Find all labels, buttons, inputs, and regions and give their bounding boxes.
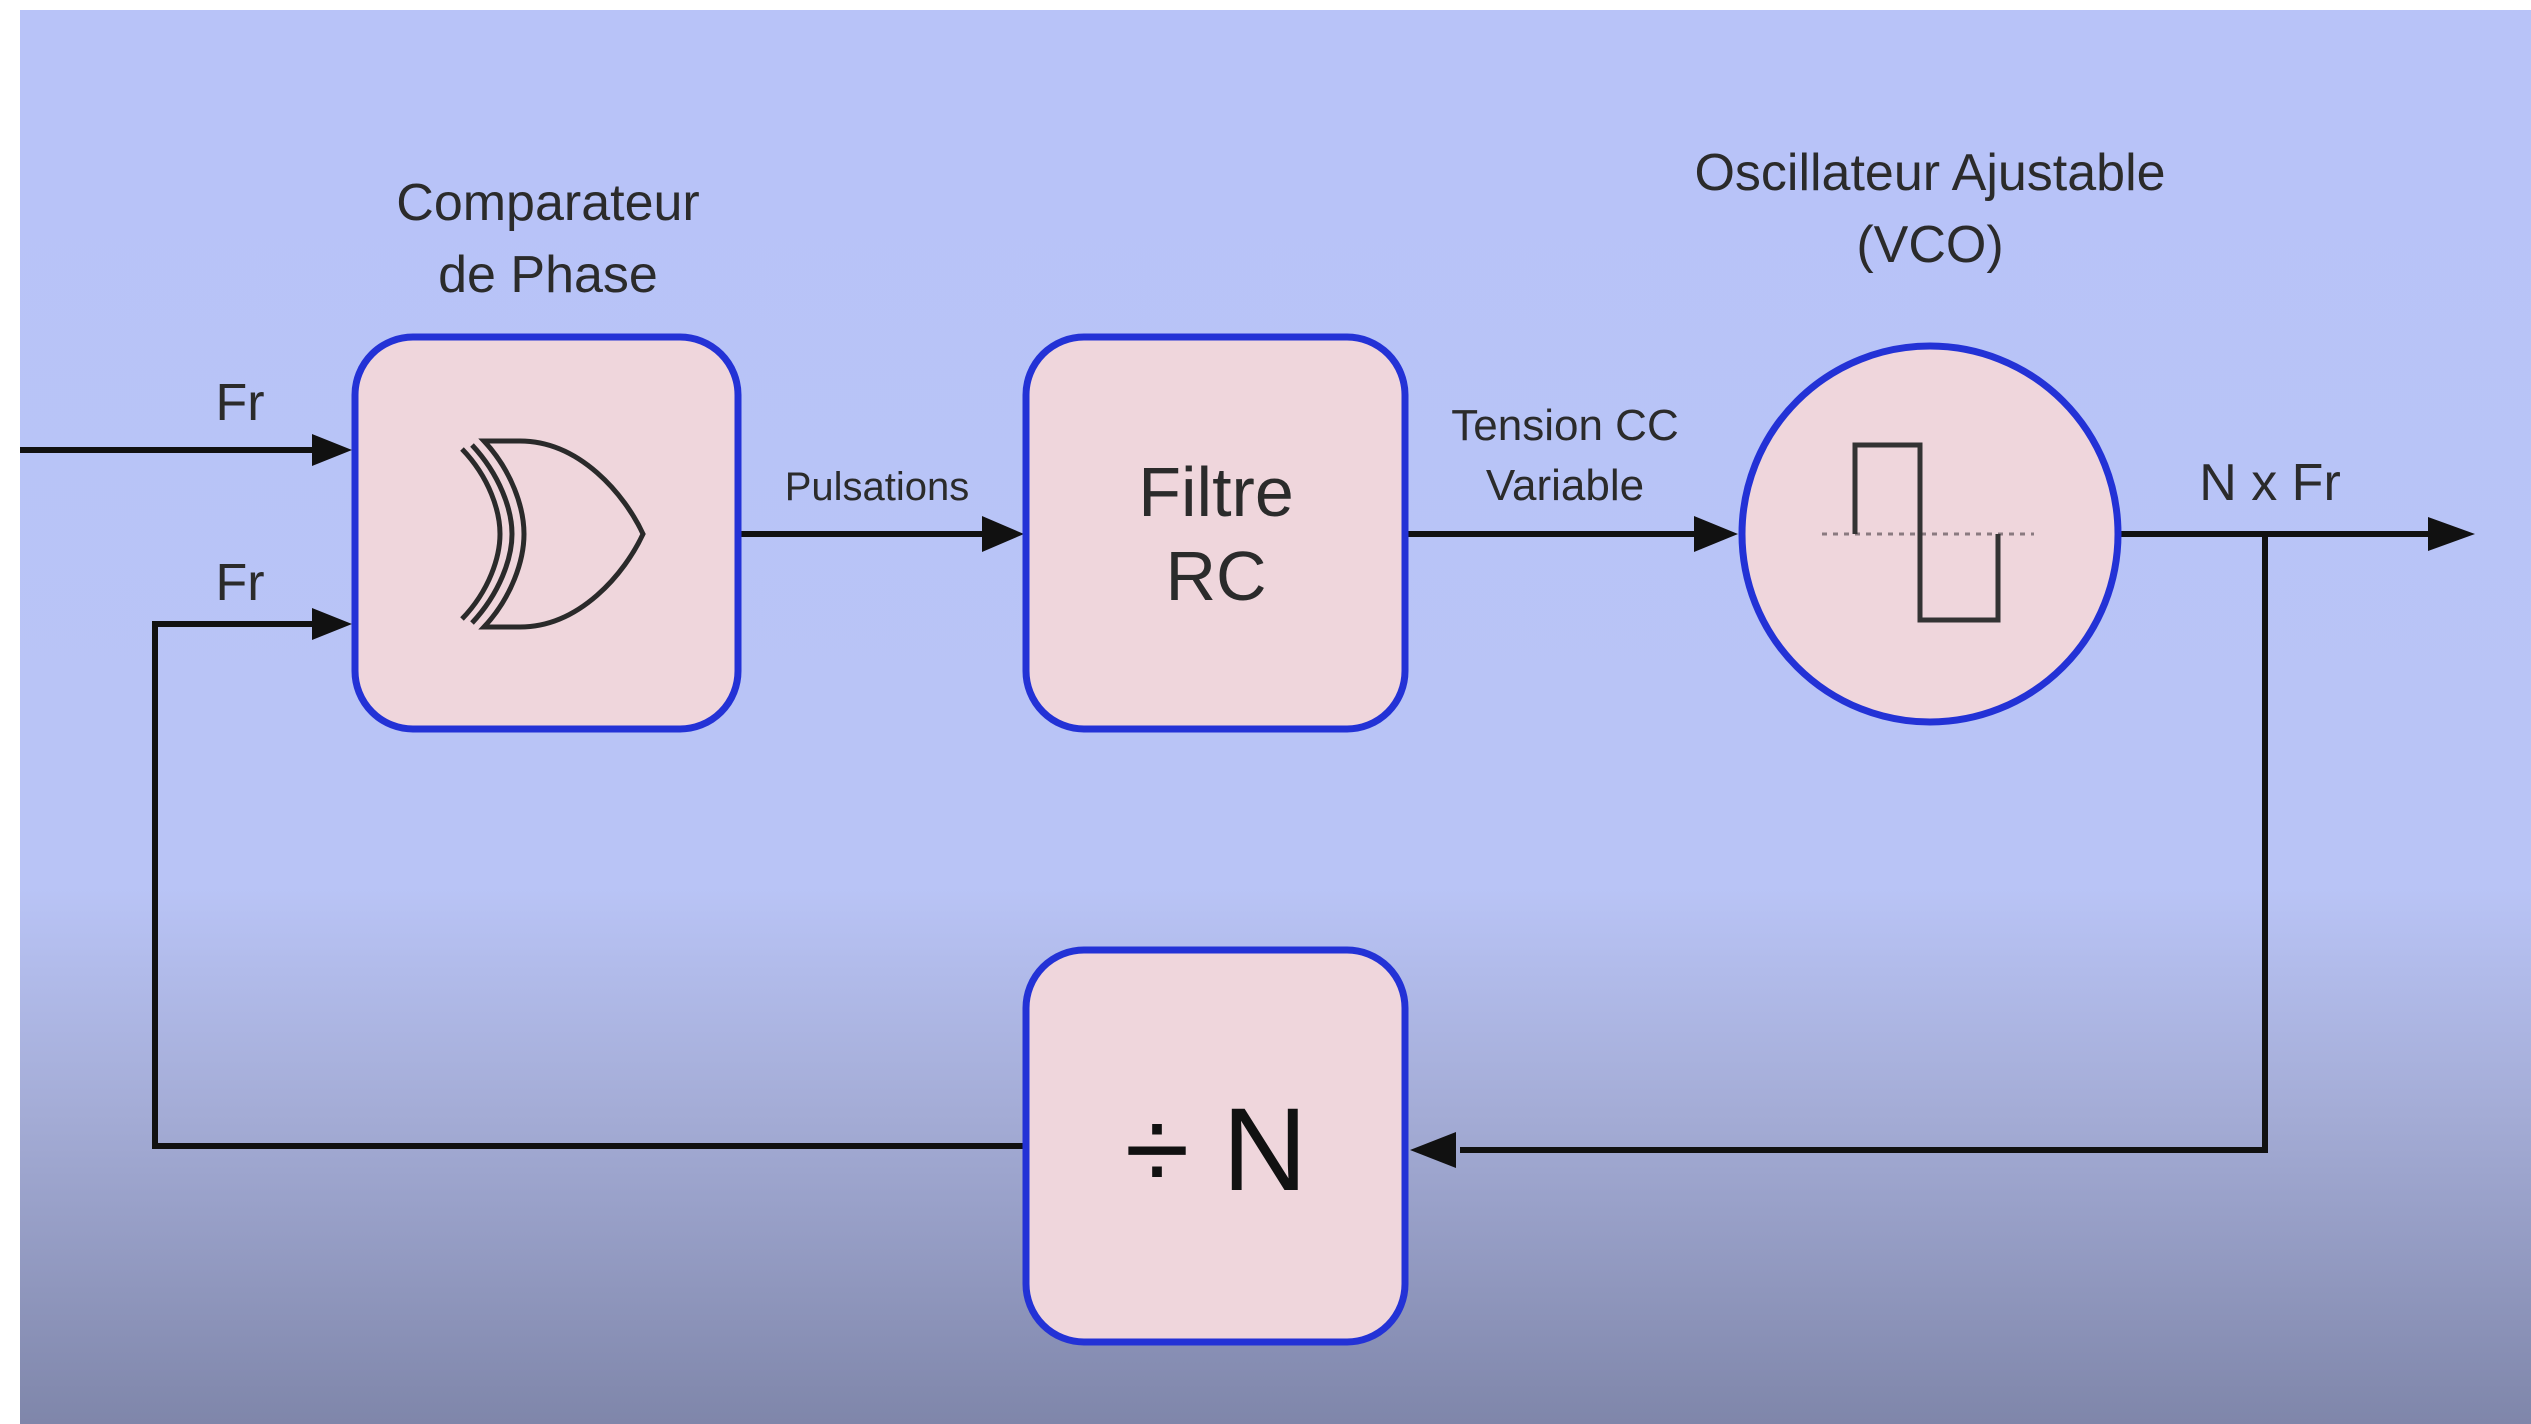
divider-feed-wire	[1460, 534, 2268, 1153]
feedback-wire	[152, 621, 1028, 1149]
vco-title-line1: Oscillateur Ajustable	[1694, 144, 2165, 202]
divider-block[interactable]: ÷ N	[1022, 946, 1409, 1346]
pulsations-label: Pulsations	[785, 465, 970, 509]
control-voltage-arrowhead	[1694, 516, 1738, 552]
output-arrowhead	[2428, 517, 2475, 551]
phase-comparator-block[interactable]: Comparateur de Phase	[351, 174, 742, 733]
feedback-arrowhead	[312, 608, 352, 640]
rc-filter-label-line1: Filtre	[1138, 453, 1294, 531]
pulsations-arrowhead	[982, 516, 1024, 552]
rc-filter-box	[1022, 333, 1409, 733]
square-wave-icon	[1852, 442, 2001, 623]
feedback-fr-label: Fr	[215, 554, 264, 612]
divider-box	[1022, 946, 1409, 1346]
xor-gate-icon	[460, 438, 646, 630]
phase-comparator-title-line1: Comparateur	[396, 174, 699, 232]
phase-comparator-title-line2: de Phase	[438, 246, 658, 304]
tension-cc-label: Tension CC	[1451, 401, 1678, 450]
input-fr-label: Fr	[215, 374, 264, 432]
rc-filter-label-line2: RC	[1165, 537, 1266, 615]
input-arrowhead	[312, 434, 352, 466]
vco-circle	[1738, 342, 2122, 726]
rc-filter-block[interactable]: Filtre RC	[1022, 333, 1409, 733]
variable-label: Variable	[1486, 461, 1644, 510]
vco-title-line2: (VCO)	[1856, 216, 2003, 274]
output-nxfr-label: N x Fr	[2199, 454, 2341, 512]
divider-label: ÷ N	[1125, 1084, 1308, 1216]
divider-feed-arrowhead	[1410, 1132, 1456, 1168]
vco-block[interactable]: Oscillateur Ajustable (VCO)	[1694, 144, 2166, 726]
phase-comparator-box	[351, 333, 742, 733]
